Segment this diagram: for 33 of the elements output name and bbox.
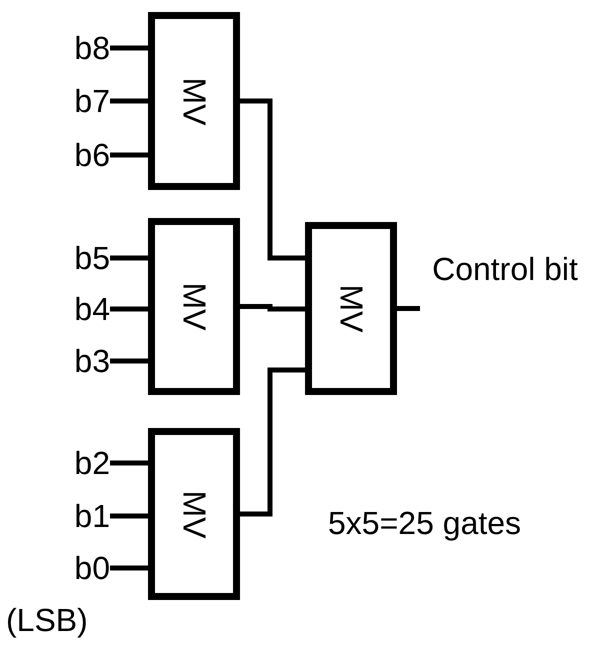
bit-note: (LSB) [6, 601, 88, 640]
connector-line [110, 514, 148, 518]
input-label: b8 [40, 28, 110, 68]
connector-line [110, 152, 148, 158]
input-label: b2 [40, 443, 110, 483]
input-label: b4 [40, 289, 110, 329]
input-label: b1 [40, 496, 110, 536]
connector-line [110, 460, 148, 466]
connector-line [240, 304, 305, 312]
majority-gate-box [148, 12, 240, 190]
gate-label: MV [332, 284, 370, 332]
connector-line [110, 358, 148, 364]
input-label: b6 [40, 135, 110, 175]
connector-line [110, 98, 148, 104]
connector-line [240, 98, 305, 260]
connector-line [110, 306, 148, 312]
gate-label: MV [176, 77, 212, 125]
majority-gate-box [305, 222, 397, 395]
connector-line [110, 566, 148, 570]
connector-line [397, 306, 420, 311]
majority-gate-box [148, 428, 240, 600]
connector-line [110, 256, 148, 260]
note-text: 5x5=25 gates [328, 505, 522, 542]
connector-line [240, 368, 305, 516]
gate-label: MV [176, 490, 212, 538]
input-label: b3 [40, 341, 110, 381]
gate-label: MV [176, 282, 212, 330]
output-label: Control bit [420, 250, 590, 330]
input-label: b0 [40, 548, 110, 588]
majority-gate-box [148, 218, 240, 395]
input-label: b7 [40, 81, 110, 121]
input-label: b5 [40, 238, 110, 278]
connector-line [110, 46, 148, 50]
